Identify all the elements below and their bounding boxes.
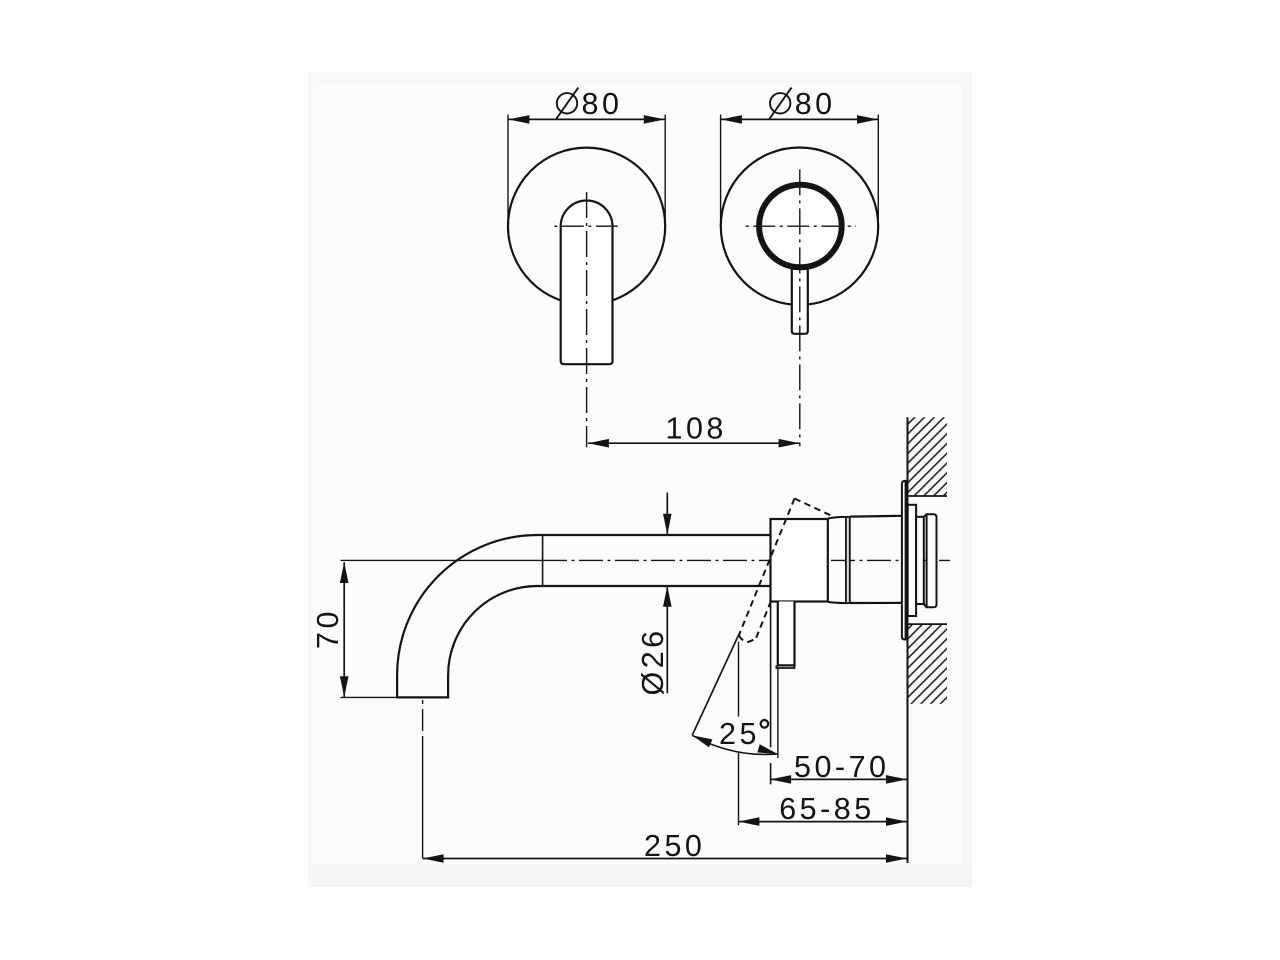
svg-text:50-70: 50-70 <box>794 750 890 784</box>
svg-text:108: 108 <box>666 412 727 446</box>
svg-text:Ø26: Ø26 <box>636 627 670 695</box>
svg-text:250: 250 <box>644 829 705 863</box>
svg-text:70: 70 <box>311 608 345 649</box>
svg-text:25: 25 <box>719 717 760 751</box>
svg-text:65-85: 65-85 <box>779 792 875 826</box>
svg-text:80: 80 <box>582 87 623 121</box>
svg-text:80: 80 <box>795 87 836 121</box>
